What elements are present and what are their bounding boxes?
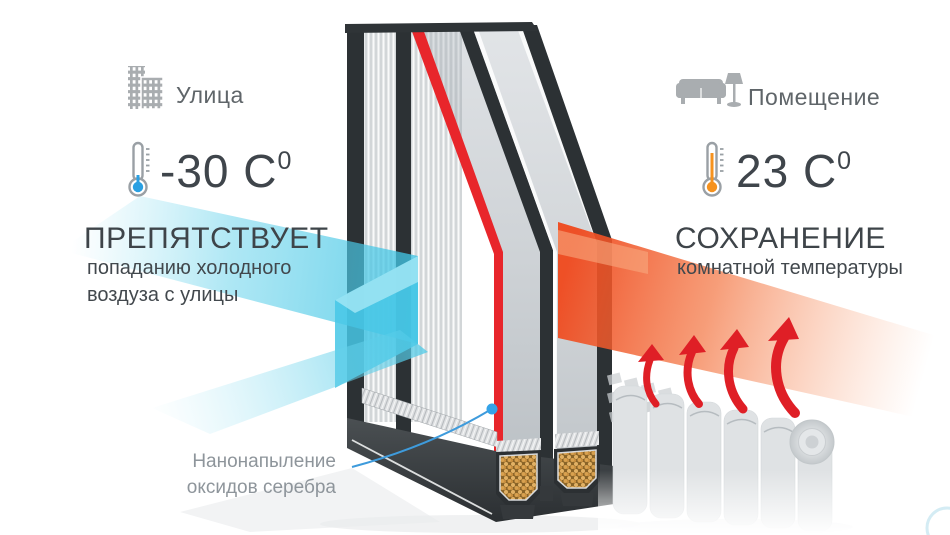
warm-air-beam [558, 222, 950, 425]
right-heading: СОХРАНЕНИЕ [675, 222, 886, 255]
radiator [598, 372, 860, 535]
left-heading: ПРЕПЯТСТВУЕТ [84, 222, 329, 255]
radiator-fade [598, 470, 860, 535]
pane-edge-bar [396, 26, 411, 438]
pane-edge-bar [458, 26, 553, 486]
coating-callout-label: Нанонапыление оксидов серебра [186, 451, 336, 498]
window-unit [345, 22, 614, 522]
sill-highlight [351, 439, 493, 515]
cold-air-beam [60, 196, 428, 434]
cold-beam-top-facet [335, 256, 418, 313]
thermometer-warm-icon [700, 141, 726, 197]
glass-pane-middle [410, 27, 545, 485]
warm-beam-top-facet [558, 230, 648, 274]
cold-beam-reflection [152, 330, 428, 434]
glass-pane-inner [472, 26, 610, 485]
street-label: Улица [176, 82, 244, 108]
callout-connector [351, 403, 498, 468]
spacer-cap [555, 431, 599, 448]
desiccant-spacer-cutaway [496, 446, 600, 505]
sofa-lamp-icon [676, 71, 744, 109]
building-icon [126, 66, 166, 110]
frame-foot [500, 505, 535, 519]
thermometer-cold-icon [126, 141, 152, 197]
radiator-end-cap [789, 419, 835, 465]
frame-foot [540, 486, 553, 501]
heat-arrows [638, 317, 800, 418]
pane-edge-bar-right [521, 25, 612, 486]
right-subtitle: комнатной температуры [677, 257, 903, 279]
room-label: Помещение [748, 84, 881, 110]
left-subtitle: попаданию холодного воздуза с улицы [87, 257, 292, 306]
callout-dot [486, 403, 498, 415]
window-shadow [180, 468, 640, 533]
frame-foot [560, 493, 594, 506]
watermark-circle [925, 506, 950, 535]
frame-top-edge [345, 22, 538, 33]
indoor-temperature: 23 C0 [736, 145, 853, 197]
outdoor-temperature: -30 C0 [160, 145, 293, 197]
